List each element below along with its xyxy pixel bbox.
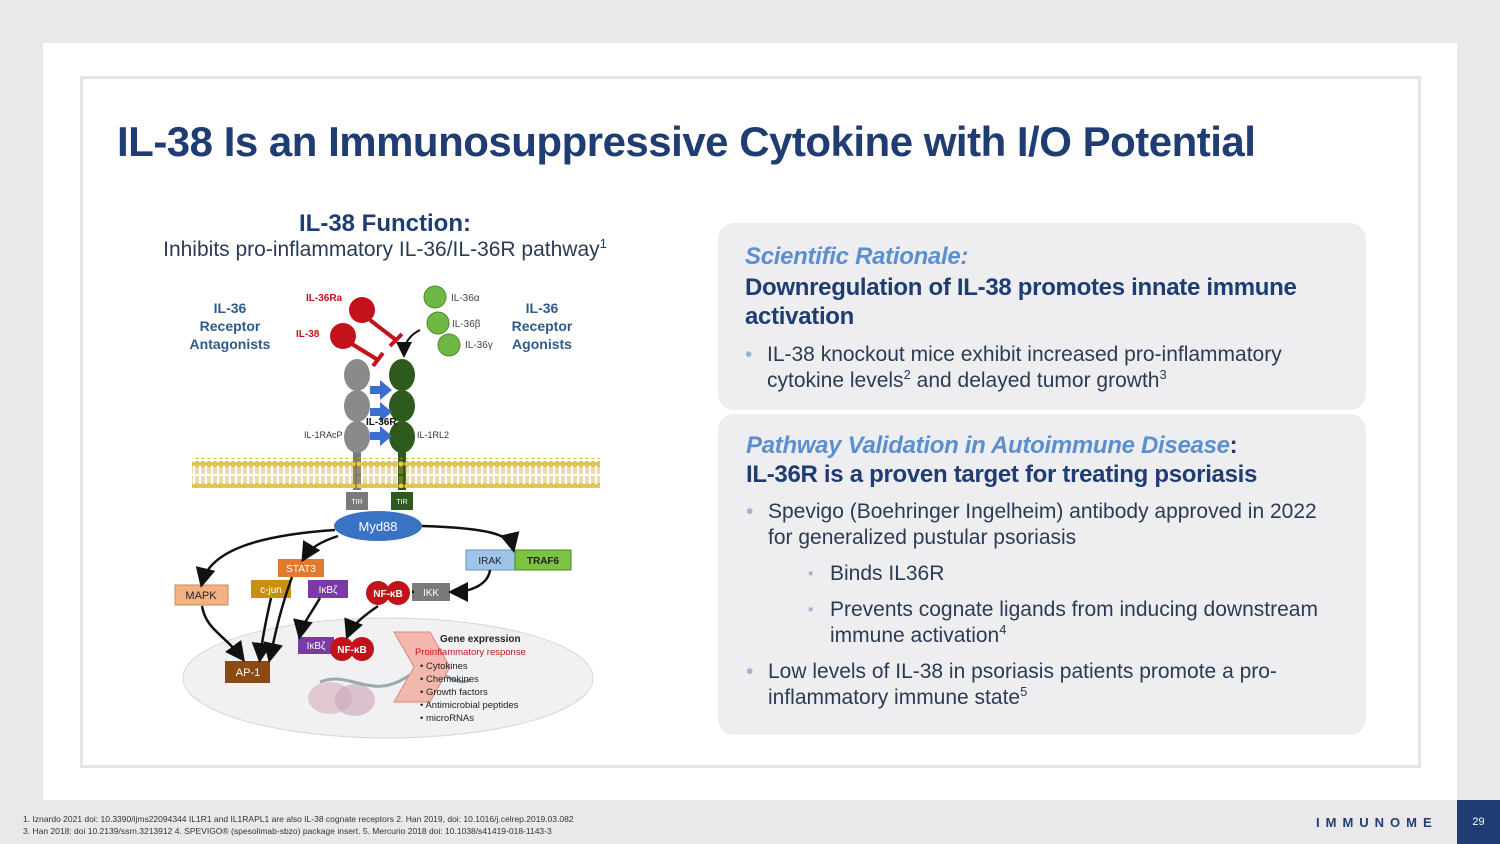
cell-membrane <box>192 458 600 488</box>
il36r-label: IL-36R <box>366 417 397 428</box>
tir-domain-left <box>346 492 368 510</box>
tir-domain-right <box>391 492 413 510</box>
svg-text:• Chemokines: • Chemokines <box>420 674 479 685</box>
panel2-subbullet-1: Binds IL36R <box>746 561 1346 587</box>
svg-text:IL-36: IL-36 <box>526 300 559 316</box>
signaling-arrows <box>195 524 520 663</box>
gene-expression-list: • Cytokines • Chemokines • Growth factor… <box>420 661 519 724</box>
panel1-subheading: Downregulation of IL-38 promotes innate … <box>745 274 1297 330</box>
svg-text:TIR: TIR <box>351 499 362 506</box>
panel2-subheading: IL-36R is a proven target for treating p… <box>746 461 1258 488</box>
il36b-ligand <box>426 311 450 335</box>
nfkb-node <box>366 581 390 605</box>
il1rl2-label: IL-1RL2 <box>417 430 449 440</box>
svg-text:AP-1: AP-1 <box>236 667 260 679</box>
panel2-bullet-2: Low levels of IL-38 in psoriasis patient… <box>746 659 1346 711</box>
panel1-bullet-1: IL-38 knockout mice exhibit increased pr… <box>745 342 1345 394</box>
il36b-label: IL-36β <box>452 319 481 330</box>
svg-text:Antagonists: Antagonists <box>190 336 271 352</box>
figure-subtitle: Inhibits pro-inflammatory IL-36/IL-36R p… <box>120 236 650 262</box>
il36a-ligand <box>423 285 447 309</box>
svg-text:Receptor: Receptor <box>512 318 573 334</box>
ikbz-node <box>308 580 348 598</box>
figure-title: IL-38 Function: <box>299 210 471 237</box>
ikk-node <box>412 583 450 601</box>
svg-text:c-jun: c-jun <box>260 585 282 596</box>
panel2-bullet-1: Spevigo (Boehringer Ingelheim) antibody … <box>746 499 1346 551</box>
proinflammatory-label: Proinflammatory response <box>415 647 526 658</box>
svg-text:• Antimicrobial peptides: • Antimicrobial peptides <box>420 700 519 711</box>
company-logo: IMMUNOME <box>1316 815 1438 830</box>
agonists-label: IL-36 Receptor Agonists <box>512 300 573 352</box>
svg-text:Myd88: Myd88 <box>358 519 397 534</box>
panel2-subbullet-2: Prevents cognate ligands from inducing d… <box>746 597 1346 649</box>
svg-text:MAPK: MAPK <box>185 590 217 602</box>
svg-text:• Growth factors: • Growth factors <box>420 687 488 698</box>
svg-text:Receptor: Receptor <box>200 318 261 334</box>
il36-pathway-diagram: IL-36 Receptor Antagonists IL-36 Recepto… <box>174 285 600 739</box>
page-number: 29 <box>1457 800 1500 844</box>
il36a-label: IL-36α <box>451 293 480 304</box>
il36ra-ligand <box>349 297 375 323</box>
svg-text:• microRNAs: • microRNAs <box>420 713 474 724</box>
il36ra-inhibition <box>368 318 398 342</box>
il1racp-label: IL-1RAcP <box>304 430 343 440</box>
receptor-arrows <box>370 380 392 446</box>
figure-subtitle-text: Inhibits pro-inflammatory IL-36/IL-36R p… <box>163 238 600 261</box>
svg-text:NF-κB: NF-κB <box>373 589 402 600</box>
pathway-validation-panel: Pathway Validation in Autoimmune Disease… <box>718 414 1366 735</box>
il38-inhibition <box>350 342 380 362</box>
ap1-node <box>225 661 270 683</box>
il36g-ligand <box>437 333 461 357</box>
panel1-heading: Scientific Rationale: <box>745 243 969 270</box>
nucleus <box>182 617 594 739</box>
footnote-line-1: 1. Iznardo 2021 doi: 10.3390/ijms2209434… <box>23 814 574 824</box>
footer-bar <box>0 800 1500 844</box>
svg-text:TIR: TIR <box>396 499 407 506</box>
svg-text:STAT3: STAT3 <box>286 564 316 575</box>
panel2-heading: Pathway Validation in Autoimmune Disease… <box>746 432 1238 459</box>
scientific-rationale-panel: Scientific Rationale: Downregulation of … <box>718 223 1366 410</box>
transcription-complex <box>308 669 471 716</box>
svg-text:IκBζ: IκBζ <box>307 641 326 652</box>
svg-text:• Cytokines: • Cytokines <box>420 661 468 672</box>
il36ra-label: IL-36Ra <box>306 293 343 304</box>
il36g-label: IL-36γ <box>465 340 493 351</box>
svg-text:IκBζ: IκBζ <box>319 585 338 596</box>
svg-text:IRAK: IRAK <box>478 556 502 567</box>
nfkb-nuclear-node <box>330 637 354 661</box>
traf6-node <box>514 549 572 571</box>
antagonists-label: IL-36 Receptor Antagonists <box>190 300 271 352</box>
il38-label: IL-38 <box>296 329 320 340</box>
figure-subtitle-ref: 1 <box>599 236 607 251</box>
gene-expression-label: Gene expression <box>440 634 521 645</box>
stat3-node <box>278 559 324 577</box>
slide-title: IL-38 Is an Immunosuppressive Cytokine w… <box>117 118 1256 165</box>
svg-text:IKK: IKK <box>423 588 439 599</box>
expression-arrow <box>393 631 451 703</box>
svg-text:IL-36: IL-36 <box>214 300 247 316</box>
ikbz-nuclear-node <box>298 637 334 654</box>
footnotes: 1. Iznardo 2021 doi: 10.3390/ijms2209434… <box>23 813 574 837</box>
svg-text:TRAF6: TRAF6 <box>527 556 560 567</box>
cjun-node <box>251 580 291 598</box>
myd88-node <box>334 511 422 541</box>
svg-text:Agonists: Agonists <box>512 336 572 352</box>
svg-text:NF-κB: NF-κB <box>337 645 366 656</box>
footnote-line-2: 3. Han 2018: doi 10.2139/ssrn.3213912 4.… <box>23 826 552 836</box>
il38-ligand <box>330 323 356 349</box>
